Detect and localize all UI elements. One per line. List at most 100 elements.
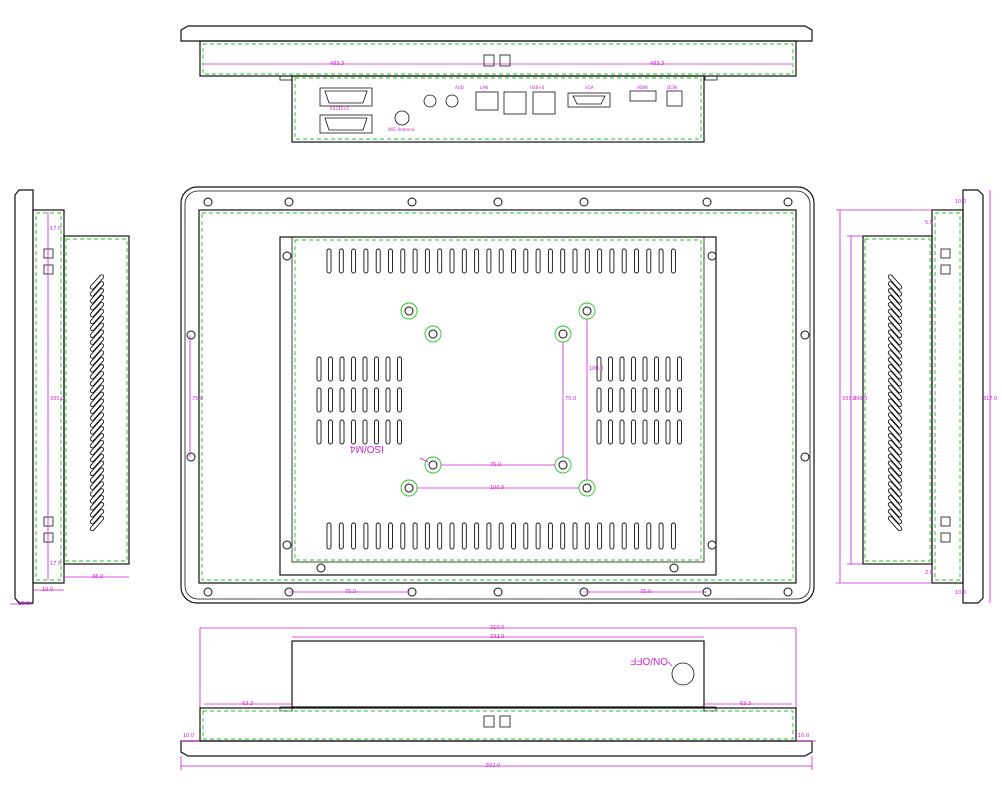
side-vent-slot bbox=[89, 301, 105, 318]
vent-slot bbox=[412, 248, 418, 274]
vent-slot bbox=[584, 248, 590, 274]
side-vent-slot bbox=[887, 391, 903, 407]
side-vent-slot bbox=[89, 295, 105, 311]
side-vent-slot bbox=[887, 288, 903, 304]
vent-slot bbox=[535, 248, 541, 274]
side-vent-slot bbox=[887, 281, 903, 297]
side-vent-slot bbox=[887, 488, 903, 504]
vent-slots-bottom bbox=[326, 522, 676, 550]
vent-slot bbox=[351, 248, 357, 274]
dim-left-base: 10.0 bbox=[18, 601, 29, 607]
vent-slot bbox=[412, 522, 418, 550]
dim-bottom-total: 502.0 bbox=[486, 763, 500, 769]
vent-slot bbox=[511, 522, 516, 550]
dim-front-bottom-left: 75.0 bbox=[345, 589, 356, 595]
dim-top-left: 483.3 bbox=[330, 61, 344, 67]
vent-slot bbox=[338, 522, 344, 550]
dim-left-height: 330.0 bbox=[50, 396, 64, 402]
vent-slot bbox=[560, 522, 566, 550]
port-wifi-label: WiFi Antenna bbox=[388, 127, 415, 132]
side-vent-slot bbox=[89, 315, 105, 332]
side-vent-slot bbox=[89, 322, 105, 338]
side-vent-slot bbox=[89, 488, 105, 504]
vent-slot bbox=[385, 356, 391, 382]
vent-slot bbox=[646, 522, 652, 550]
vent-slot bbox=[486, 522, 492, 550]
plate-hole bbox=[669, 563, 679, 573]
vent-slot bbox=[328, 419, 333, 445]
bezel-hole bbox=[800, 452, 810, 462]
vent-slot bbox=[609, 248, 615, 274]
vent-slot bbox=[597, 248, 603, 274]
dim-left-depth: 38.0 bbox=[92, 574, 103, 580]
vent-slot bbox=[619, 387, 625, 413]
vent-slot bbox=[631, 356, 636, 382]
vent-slot bbox=[362, 419, 368, 445]
vent-slot bbox=[351, 522, 357, 550]
side-vent-slot bbox=[887, 453, 903, 470]
vent-slot bbox=[385, 419, 391, 445]
bezel-hole bbox=[579, 197, 589, 207]
vent-slot bbox=[646, 248, 652, 274]
side-vent-slot bbox=[887, 357, 903, 373]
vent-slot bbox=[642, 419, 648, 445]
bezel-hole bbox=[203, 587, 213, 597]
vent-slot bbox=[634, 522, 639, 550]
side-vent-slot bbox=[887, 315, 903, 332]
side-vent-slot bbox=[89, 308, 105, 325]
vent-slot bbox=[511, 248, 516, 274]
vent-slot bbox=[498, 522, 504, 550]
side-vent-slot bbox=[887, 370, 903, 387]
plate-hole bbox=[707, 540, 717, 550]
side-vent-slot bbox=[887, 336, 903, 352]
vent-slot bbox=[631, 387, 636, 413]
vent-slot bbox=[596, 387, 602, 413]
side-vent-slot bbox=[89, 426, 105, 442]
vent-slot bbox=[461, 248, 467, 274]
side-vent-slot bbox=[887, 481, 903, 497]
vent-slot bbox=[339, 356, 345, 382]
dim-bottom-right-depth: 10.0 bbox=[798, 733, 809, 739]
vent-slot bbox=[351, 387, 356, 413]
plate-hole bbox=[282, 540, 292, 550]
vent-slot bbox=[609, 522, 615, 550]
dim-bottom-left-depth: 10.0 bbox=[183, 733, 194, 739]
right-side-vents bbox=[887, 274, 903, 532]
port-lan-label: LAN bbox=[480, 85, 488, 90]
vent-slot bbox=[461, 522, 467, 550]
side-vent-slot bbox=[89, 481, 105, 497]
vent-slot bbox=[619, 419, 625, 445]
side-vent-slot bbox=[89, 370, 105, 387]
vent-slot bbox=[486, 248, 492, 274]
dim-front-bottom-right: 75.0 bbox=[640, 589, 651, 595]
side-vent-slot bbox=[887, 274, 903, 290]
vent-slot bbox=[619, 356, 625, 382]
side-vent-slot bbox=[89, 474, 105, 490]
side-vent-slot bbox=[89, 495, 105, 511]
side-vent-slot bbox=[89, 336, 105, 352]
vent-slot bbox=[634, 248, 639, 274]
dim-right-inner: 317.0 bbox=[983, 396, 997, 402]
vent-slot bbox=[328, 356, 333, 382]
side-vent-slot bbox=[89, 288, 105, 304]
side-vent-slot bbox=[89, 433, 105, 449]
bottom-view: 310.0 232.0 ON/OFF 63.3 63.3 10.0 10.0 5… bbox=[180, 625, 816, 770]
side-vent-slot bbox=[887, 343, 903, 359]
vent-slot bbox=[584, 522, 590, 550]
vent-slots-top bbox=[326, 248, 676, 274]
power-switch-label: ON/OFF bbox=[630, 655, 668, 666]
vent-slot bbox=[665, 387, 671, 413]
vent-slot bbox=[449, 522, 455, 550]
side-vent-slot bbox=[887, 515, 903, 532]
side-vent-slot bbox=[887, 412, 903, 428]
side-vent-slot bbox=[89, 405, 105, 421]
vent-slot bbox=[670, 248, 676, 274]
vent-slot bbox=[397, 419, 402, 445]
vent-slot bbox=[424, 248, 430, 274]
vent-slot bbox=[339, 419, 345, 445]
bezel-hole bbox=[284, 197, 294, 207]
vent-slot bbox=[608, 356, 613, 382]
rear-view: 75.0 100.0 75.0 100.0 75.0 75.0 75.0 ISO… bbox=[180, 186, 815, 604]
vent-slot bbox=[397, 356, 402, 382]
vent-slot bbox=[362, 387, 368, 413]
